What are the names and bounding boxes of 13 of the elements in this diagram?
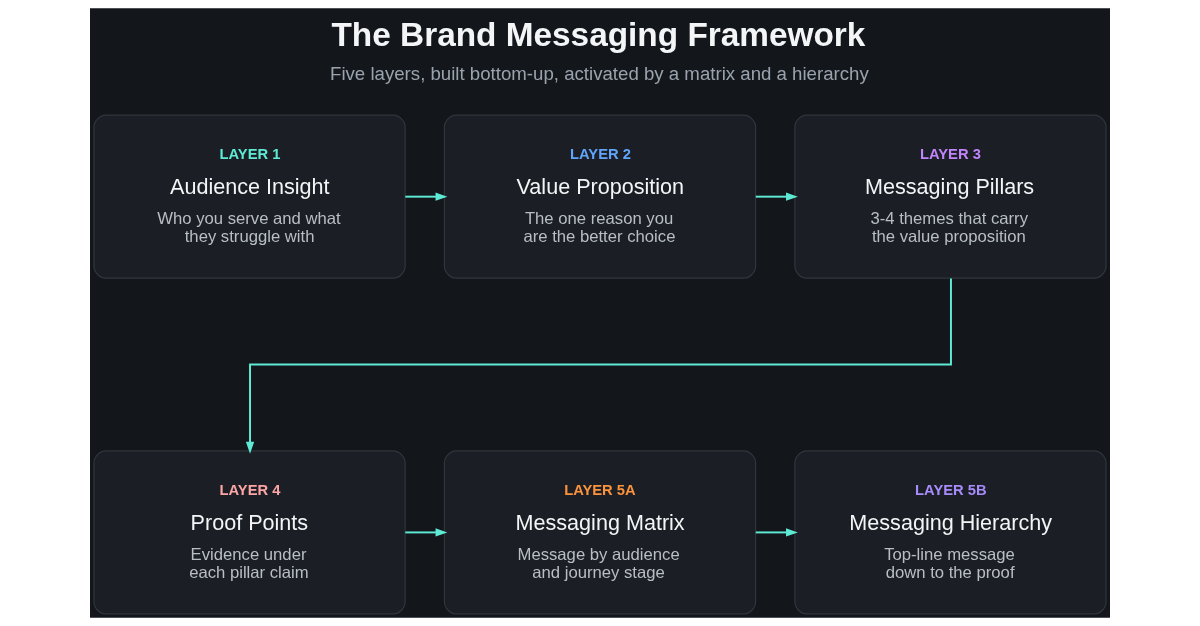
diagram-title: The Brand Messaging Framework <box>331 16 866 54</box>
node-box: LAYER 1 Audience Insight Who you serve and what they struggle with <box>93 114 406 279</box>
node-box: LAYER 3 Messaging Pillars 3-4 themes that carry the value proposition <box>794 114 1107 279</box>
arrow <box>754 528 798 537</box>
arrow <box>754 192 798 201</box>
arrow <box>245 277 952 454</box>
node-box: LAYER 5B Messaging Hierarchy Top-line message down to the proof <box>794 450 1107 615</box>
node-box: LAYER 4 Proof Points Evidence under each pillar claim <box>93 450 406 615</box>
caption: Five layers, built bottom-up, activated by a matrix and a hierarchy <box>330 62 869 84</box>
node-box: LAYER 2 Value Proposition The one reason you are the better choice <box>443 114 757 279</box>
arrow <box>404 192 448 201</box>
arrow <box>404 528 448 537</box>
node-box: LAYER 5A Messaging Matrix Message by audience and journey stage <box>443 450 757 615</box>
